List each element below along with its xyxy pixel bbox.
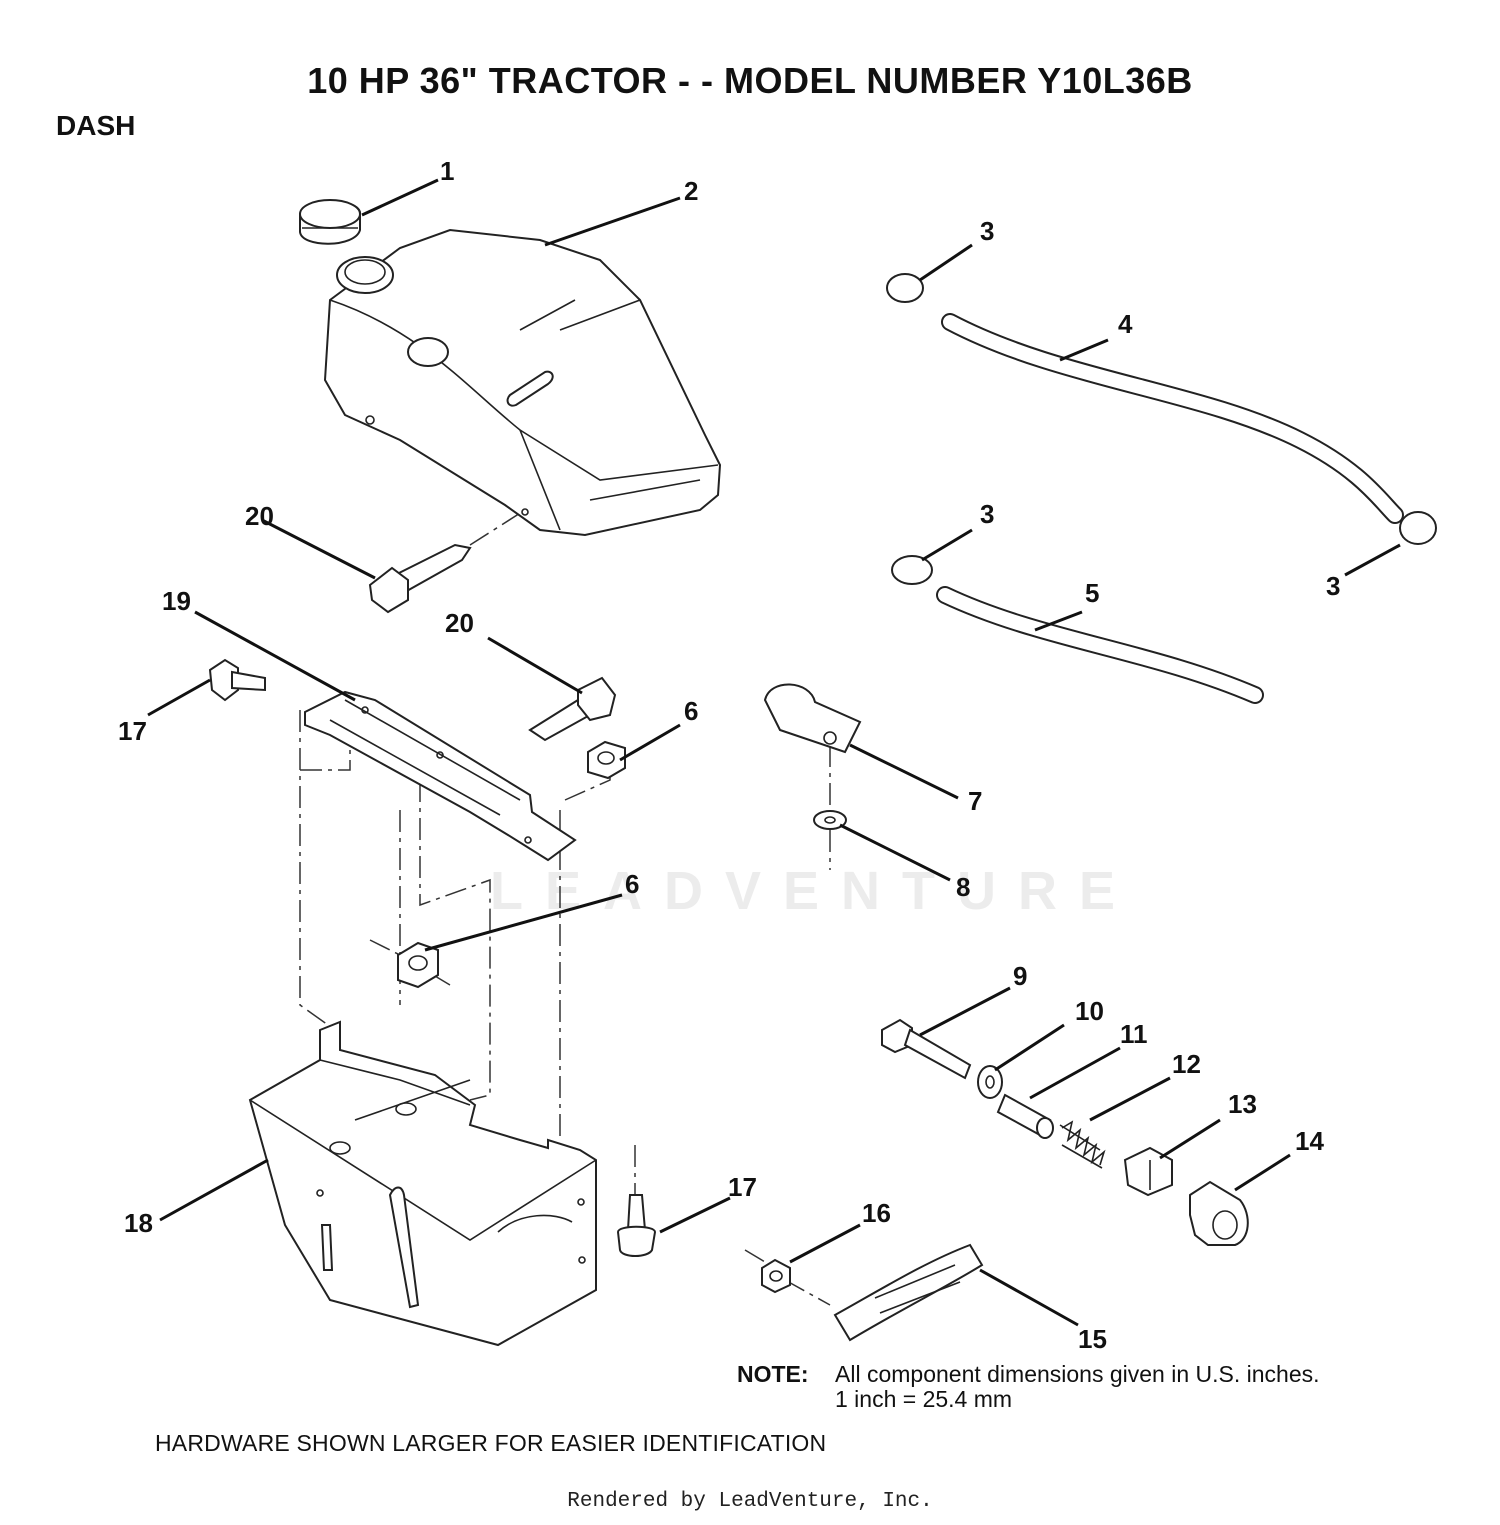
throttle-slider-part [1123,1146,1173,1197]
callout-6: 6 [625,869,639,899]
callout-20: 20 [245,501,274,531]
leader-lines [147,178,1401,1327]
dash-panel-part [248,1020,597,1347]
spacer-part [996,1093,1054,1139]
hex-bolt-part [881,1018,972,1080]
callout-16: 16 [862,1198,891,1228]
fuel-cap-part [299,199,361,245]
callout-17: 17 [118,716,147,746]
callout-8: 8 [956,872,970,902]
fuel-tank-part [323,228,722,537]
callout-10: 10 [1075,996,1104,1026]
hose-clamp-part [886,273,1437,585]
callout-6: 6 [684,696,698,726]
callout-3: 3 [980,499,994,529]
callout-1: 1 [440,156,454,186]
callout-18: 18 [124,1208,153,1238]
note-line-2: 1 inch = 25.4 mm [835,1386,1013,1412]
footer-credit: Rendered by LeadVenture, Inc. [567,1490,933,1513]
note-body: All component dimensions given in U.S. i… [835,1362,1320,1412]
note-label: NOTE: [737,1361,809,1387]
spring-part [1059,1120,1106,1169]
watermark-text: LEADVENTURE [490,861,1138,921]
flat-washer-part [977,1065,1003,1099]
callout-12: 12 [1172,1049,1201,1079]
callout-11: 11 [1120,1019,1148,1049]
flange-nut-part [761,1258,791,1294]
callout-7: 7 [968,786,982,816]
alignment-lines [299,509,831,1306]
throttle-knob-part [1189,1180,1249,1246]
callout-9: 9 [1013,961,1027,991]
callout-5: 5 [1085,578,1099,608]
page-title: 10 HP 36" TRACTOR - - MODEL NUMBER Y10L3… [307,60,1193,101]
callout-14: 14 [1295,1126,1324,1156]
callout-19: 19 [162,586,191,616]
callout-labels: 1 2 3 4 3 3 5 20 19 20 17 6 7 8 6 9 10 1… [118,156,1340,1354]
fuel-hose-long-part [941,313,1404,524]
screw-part [368,543,617,742]
section-label: DASH [56,110,136,141]
dimensions-note: NOTE: All component dimensions given in U… [737,1362,1320,1412]
fuel-hose-short-part [936,586,1264,704]
throttle-decal-part [833,1243,984,1342]
callout-15: 15 [1078,1324,1107,1354]
callout-3: 3 [1326,571,1340,601]
callout-13: 13 [1228,1089,1257,1119]
callout-2: 2 [684,176,698,206]
callout-20: 20 [445,608,474,638]
callout-3: 3 [980,216,994,246]
hex-nut-part [397,740,626,989]
hardware-note: HARDWARE SHOWN LARGER FOR EASIER IDENTIF… [155,1430,827,1456]
note-line-1: All component dimensions given in U.S. i… [835,1361,1320,1387]
carriage-bolt-part [208,658,657,1257]
hose-clip-part [763,683,862,754]
callout-17: 17 [728,1172,757,1202]
callout-4: 4 [1118,309,1133,339]
dash-bracket-part [304,690,577,862]
washer-part [813,810,847,830]
